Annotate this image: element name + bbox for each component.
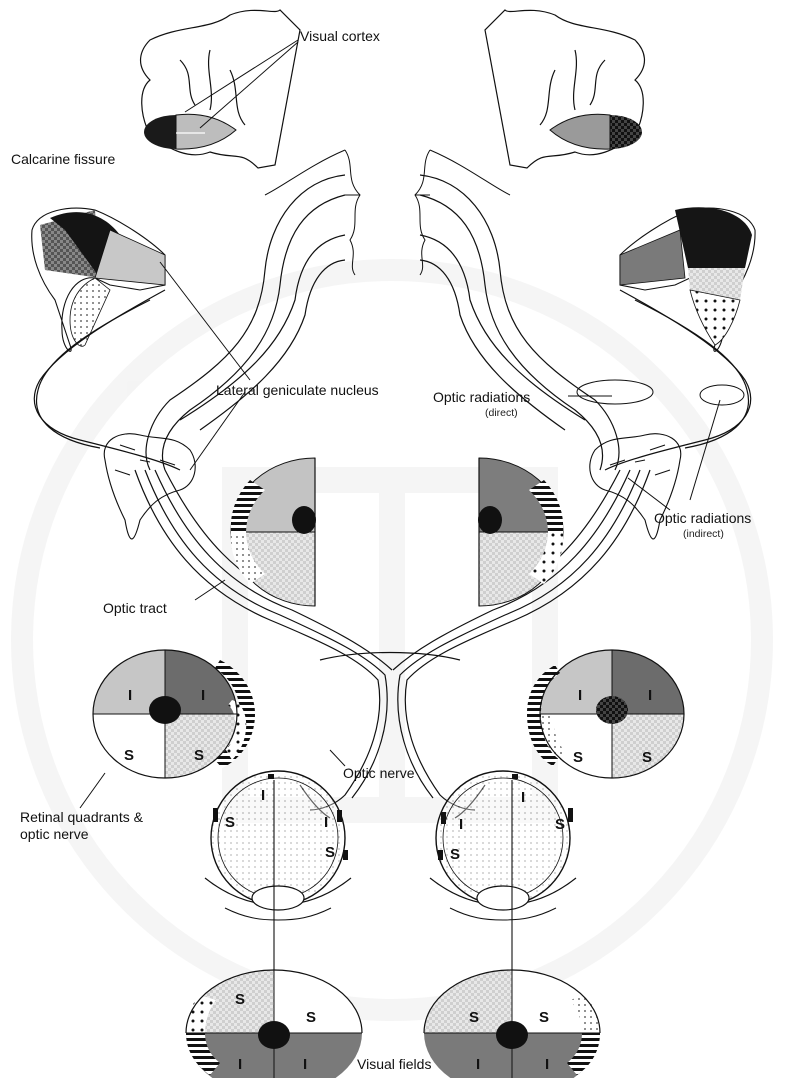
midline-occipital-outline <box>265 150 510 275</box>
letter-field-left-lr: I <box>303 1056 307 1073</box>
right-visual-field <box>424 970 600 1078</box>
label-lateral-geniculate-nucleus: Lateral geniculate nucleus <box>216 382 379 398</box>
letter-eye-left-s: S <box>225 814 235 831</box>
letter-eye-right-i2: I <box>459 816 463 833</box>
label-indirect: (indirect) <box>683 528 724 540</box>
letter-eye-left-i: I <box>261 787 265 804</box>
left-visual-field <box>186 970 362 1078</box>
right-calcarine-region <box>550 114 642 149</box>
right-retinal-quadrants <box>527 650 684 778</box>
label-optic-radiations-direct: Optic radiations <box>433 389 530 405</box>
label-calcarine-fissure: Calcarine fissure <box>11 151 115 167</box>
label-optic-radiations-indirect: Optic radiations <box>654 510 751 526</box>
letter-retina-right-ll: S <box>573 749 583 766</box>
label-retinal-quadrants-line1: Retinal quadrants & <box>20 809 143 825</box>
letter-field-right-lr: I <box>545 1056 549 1073</box>
label-optic-nerve: Optic nerve <box>343 765 415 781</box>
letter-retina-left-ll: S <box>124 747 134 764</box>
label-direct: (direct) <box>485 407 518 419</box>
letter-field-left-ur: S <box>306 1009 316 1026</box>
left-cortex-lobe <box>32 208 165 351</box>
letter-retina-left-ur: I <box>201 687 205 704</box>
label-optic-tract: Optic tract <box>103 600 167 616</box>
letter-eye-right-i: I <box>521 789 525 806</box>
letter-eye-right-s: S <box>555 816 565 833</box>
left-retinal-quadrants <box>93 650 255 778</box>
letter-eye-right-s2: S <box>450 846 460 863</box>
letter-field-right-ur: S <box>539 1009 549 1026</box>
watermark-seal <box>22 270 762 1010</box>
letter-eye-left-i2: I <box>324 814 328 831</box>
left-calcarine-region <box>144 114 236 149</box>
letter-retina-left-lr: S <box>194 747 204 764</box>
letter-field-right-ul: S <box>469 1009 479 1026</box>
letter-retina-right-lr: S <box>642 749 652 766</box>
label-visual-fields: Visual fields <box>357 1056 431 1072</box>
label-visual-cortex: Visual cortex <box>300 28 380 44</box>
optic-radiation-fibers <box>34 175 750 470</box>
letter-field-left-ul: S <box>235 991 245 1008</box>
letter-retina-left-ul: I <box>128 687 132 704</box>
letter-field-right-ll: I <box>476 1056 480 1073</box>
letter-eye-left-s2: S <box>325 844 335 861</box>
label-retinal-quadrants-line2: optic nerve <box>20 826 88 842</box>
letter-retina-right-ur: I <box>648 687 652 704</box>
letter-field-left-ll: I <box>238 1056 242 1073</box>
letter-retina-right-ul: I <box>578 687 582 704</box>
